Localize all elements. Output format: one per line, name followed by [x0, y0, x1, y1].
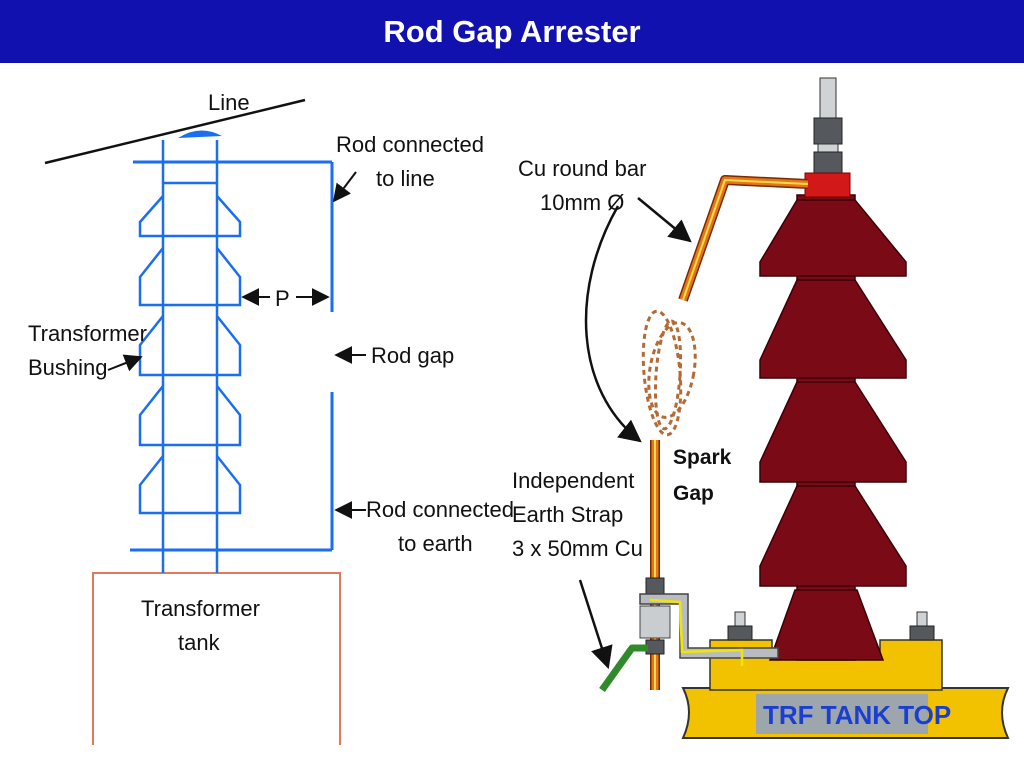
bushing-insulator [759, 194, 907, 661]
rod-to-line [133, 160, 334, 312]
page-title: Rod Gap Arrester [383, 13, 641, 49]
rod-to-line-label-2: to line [376, 166, 435, 191]
rod-gap-label: Rod gap [371, 343, 454, 368]
earth-strap-label-2: Earth Strap [512, 502, 623, 527]
right-pictorial: TRF TANK TOP [512, 77, 1010, 739]
transformer-tank-label-1: Transformer [141, 596, 260, 621]
left-schematic: Line Rod connected to line P Transformer… [28, 90, 514, 745]
spark-gap-label-1: Spark [673, 446, 732, 469]
earth-rod [645, 440, 665, 690]
bonding-wire [649, 598, 744, 666]
transformer-bushing-label-1: Transformer [28, 321, 147, 346]
tank-top-label-box [756, 694, 928, 734]
flange-bolt-right [909, 611, 935, 641]
title-bar: Rod Gap Arrester [0, 0, 1024, 63]
rod-to-line-arrow [332, 171, 357, 203]
rod-to-line-label-1: Rod connected [336, 132, 484, 157]
rod-to-earth-label-1: Rod connected [366, 497, 514, 522]
transformer-bushing-arrow [107, 354, 143, 372]
earth-strap [599, 644, 648, 693]
cu-round-bar-arrow [637, 197, 692, 243]
transformer-bushing [138, 140, 242, 573]
earth-strap-arrow [578, 579, 613, 670]
line-label: Line [208, 90, 250, 115]
gap-distance-label: P [275, 286, 290, 311]
rod-to-earth [130, 392, 334, 552]
spark-gap-label-2: Gap [673, 482, 714, 505]
transformer-bushing-label-2: Bushing [28, 355, 108, 380]
spark-gap-curve-arrow [584, 205, 642, 443]
cu-round-bar-label-1: Cu round bar [518, 156, 646, 181]
top-terminal [804, 77, 851, 198]
cu-round-bar [678, 175, 809, 302]
rod-to-earth-label-2: to earth [398, 531, 473, 556]
cu-round-bar-label-2: 10mm Ø [540, 190, 624, 215]
earth-strap-label-1: Independent [512, 468, 634, 493]
line-clamp [178, 130, 222, 138]
transformer-tank-label-2: tank [178, 630, 221, 655]
flange-bolt-left [727, 611, 753, 641]
tank-top-label: TRF TANK TOP [763, 700, 951, 730]
line-conductor [44, 98, 306, 165]
spark-discharge [641, 309, 697, 437]
earth-strap-label-3: 3 x 50mm Cu [512, 536, 643, 561]
